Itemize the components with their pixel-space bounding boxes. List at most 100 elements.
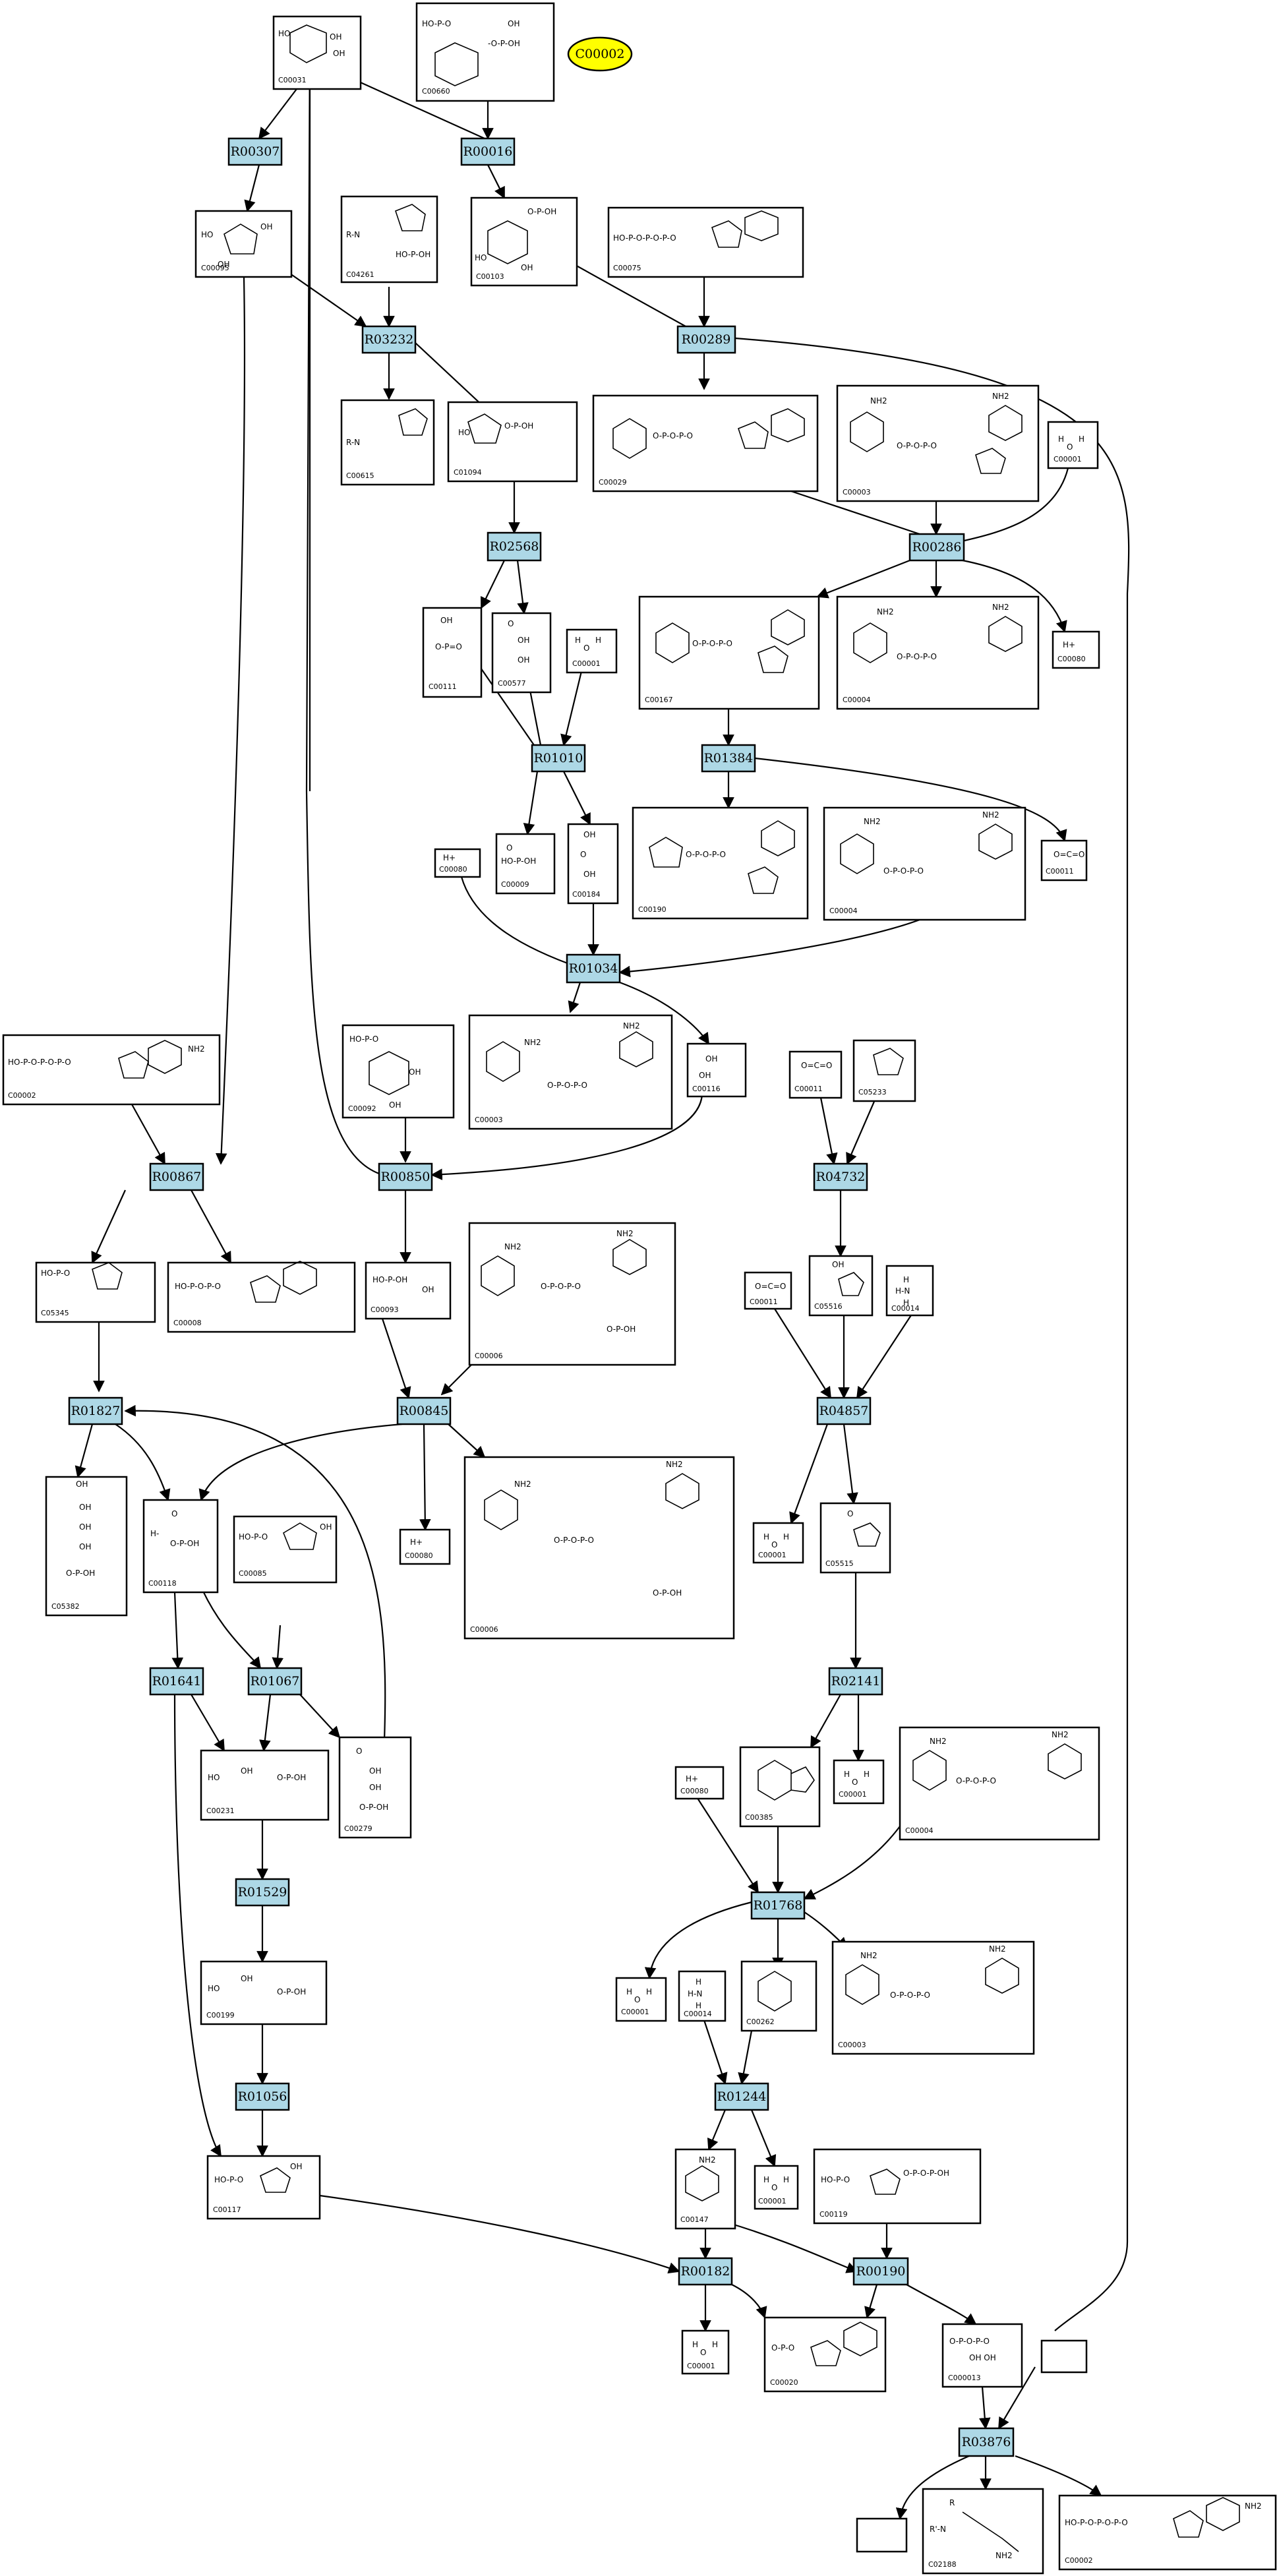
compound-node[interactable]: NH2 O-P-O-P-O NH2 C00003 — [836, 384, 1040, 502]
compound-node[interactable]: R-NHO-P-OH C04261 — [340, 195, 438, 284]
compound-node[interactable]: OHO-P-OH C00009 — [495, 833, 556, 895]
compound-node[interactable]: O C05515 — [819, 1502, 891, 1574]
reaction-node[interactable]: R00190 — [852, 2257, 909, 2286]
compound-node[interactable]: HOH C00001 — [1047, 421, 1099, 469]
compound-node[interactable]: NH2 O-P-O-P-O NH2 C00003 — [468, 1014, 673, 1130]
compound-node[interactable]: NH2 C00147 — [674, 2148, 736, 2230]
reaction-node[interactable]: R00182 — [678, 2257, 733, 2286]
reaction-node[interactable]: R01034 — [566, 953, 621, 984]
compound-node[interactable]: NH2 O-P-O-P-O NH2 C00004 — [899, 1726, 1100, 1841]
svg-text:R01034: R01034 — [569, 961, 618, 976]
compound-node[interactable]: HH-NH C00014 — [885, 1265, 934, 1317]
compound-node[interactable]: HO-P-O C05345 — [35, 1261, 156, 1323]
reactions-layer: R00307 R00016 R03232 R00289 R02568 R0028… — [68, 137, 1015, 2457]
compound-node[interactable]: O=C=O C00011 — [1040, 839, 1088, 882]
compound-node[interactable]: H+ C00080 — [434, 848, 481, 878]
compound-node[interactable]: HOH C00001 — [566, 628, 618, 674]
compound-node[interactable]: HO-P-O-P-O C00008 — [167, 1261, 356, 1333]
reaction-node[interactable]: R02568 — [487, 531, 542, 562]
reaction-node[interactable]: R00286 — [908, 533, 965, 562]
reaction-node[interactable]: R03232 — [361, 325, 417, 354]
compound-node[interactable]: OH C05516 — [808, 1255, 874, 1317]
reaction-node[interactable]: R03876 — [958, 2427, 1015, 2457]
compound-node[interactable]: OHO-P=O C00111 — [422, 607, 483, 698]
reaction-node[interactable]: R02141 — [828, 1667, 883, 1696]
compound-node[interactable]: O-P-O-P-O C00167 — [638, 595, 820, 710]
reaction-node[interactable]: R00289 — [676, 325, 736, 354]
svg-text:H: H — [626, 1987, 632, 1996]
compound-node[interactable]: H+ C00080 — [674, 1766, 725, 1800]
compound-label: C00095 — [201, 264, 229, 272]
reaction-node[interactable]: R01010 — [531, 744, 586, 773]
compound-node[interactable]: HOH C00001 — [833, 1759, 885, 1805]
compound-node[interactable]: NH2 O-P-O-P-O NH2 C00004 — [823, 806, 1026, 921]
compound-node[interactable]: H+ C00080 — [399, 1528, 451, 1565]
reaction-node[interactable]: R04857 — [816, 1396, 872, 1425]
svg-text:H-N: H-N — [895, 1286, 910, 1296]
compound-node[interactable]: HOH C00001 — [615, 1977, 667, 2022]
svg-text:O-P-OH: O-P-OH — [527, 207, 556, 216]
compound-node[interactable]: HO-P-O-P-O-P-O NH2 C00002 — [2, 1034, 221, 1106]
compound-node[interactable]: HOH C00001 — [681, 2329, 730, 2375]
compound-node[interactable]: H+ C00080 — [1052, 630, 1100, 669]
compound-node[interactable] — [1040, 2339, 1088, 2374]
reaction-node[interactable]: R01056 — [235, 2082, 290, 2111]
compound-node[interactable]: NH2 O-P-O-P-O NH2 O-P-OH C00006 — [463, 1456, 735, 1640]
reaction-node[interactable]: R01067 — [247, 1667, 303, 1696]
compound-node[interactable]: HO-P-O OH C00085 — [233, 1515, 338, 1584]
compound-node[interactable]: O-P-O C00020 — [763, 2316, 887, 2393]
compound-node[interactable]: C00385 — [739, 1746, 821, 1828]
reaction-node[interactable]: R00016 — [460, 137, 516, 166]
compound-node[interactable]: HO-P-O-P-O-P-O NH2 C00002 — [1058, 2494, 1277, 2571]
reaction-node[interactable]: R00867 — [149, 1162, 204, 1191]
reaction-node[interactable]: R04732 — [813, 1162, 868, 1191]
svg-text:HO-P-OH: HO-P-OH — [372, 1275, 407, 1284]
reaction-node[interactable]: R01529 — [235, 1878, 290, 1907]
compound-node[interactable] — [856, 2517, 908, 2553]
compound-node[interactable]: O-P-O-P-OOH OH C000013 — [941, 2323, 1023, 2388]
compound-node[interactable]: C00262 — [740, 1960, 817, 2032]
compound-node[interactable]: R-N C00615 — [340, 399, 435, 486]
reaction-node[interactable]: R01384 — [701, 744, 756, 773]
compound-node[interactable]: HO-P-O O-P-O-P-OH C00119 — [813, 2148, 982, 2225]
reaction-node[interactable]: R01768 — [750, 1891, 806, 1920]
svg-text:HO: HO — [278, 29, 290, 38]
reaction-node[interactable]: R00850 — [378, 1162, 433, 1191]
compound-node[interactable]: NH2 O-P-O-P-O NH2 O-P-OH C00006 — [468, 1222, 676, 1366]
reaction-node[interactable]: R00307 — [227, 137, 283, 166]
compound-node[interactable]: O=C=O C00011 — [744, 1271, 792, 1310]
compound-node[interactable]: NH2 O-P-O-P-O NH2 C00003 — [831, 1940, 1035, 2055]
compound-node[interactable]: OH-O-P-OH C00118 — [142, 1499, 219, 1594]
compound-node[interactable]: HOH C00001 — [752, 1522, 804, 1564]
compound-node[interactable]: O-P-O-P-O C00029 — [592, 394, 819, 493]
compound-node[interactable]: NH2 O-P-O-P-O NH2 C00004 — [836, 595, 1040, 710]
compound-node[interactable]: C05233 — [852, 1039, 916, 1102]
compound-node[interactable]: O-P-O-P-O C00190 — [632, 806, 809, 920]
compound-node[interactable]: HO-P-O OH C00117 — [206, 2155, 321, 2220]
compound-node[interactable]: O=C=O C00011 — [788, 1050, 843, 1099]
reaction-node[interactable]: R01641 — [149, 1667, 204, 1696]
compound-node[interactable]: HH-NH C00014 — [678, 1970, 727, 2022]
compound-node[interactable]: HO-P-O-P-O-P-O C00075 — [607, 206, 804, 278]
reaction-node[interactable]: R01244 — [714, 2082, 769, 2111]
svg-text:O-P=O: O-P=O — [435, 642, 462, 651]
highlighted-compound[interactable]: C00002 — [567, 36, 633, 72]
reaction-node[interactable]: R01827 — [68, 1396, 123, 1425]
reaction-node[interactable]: R00845 — [396, 1396, 452, 1425]
compound-node[interactable]: HOH C00001 — [754, 2165, 799, 2210]
